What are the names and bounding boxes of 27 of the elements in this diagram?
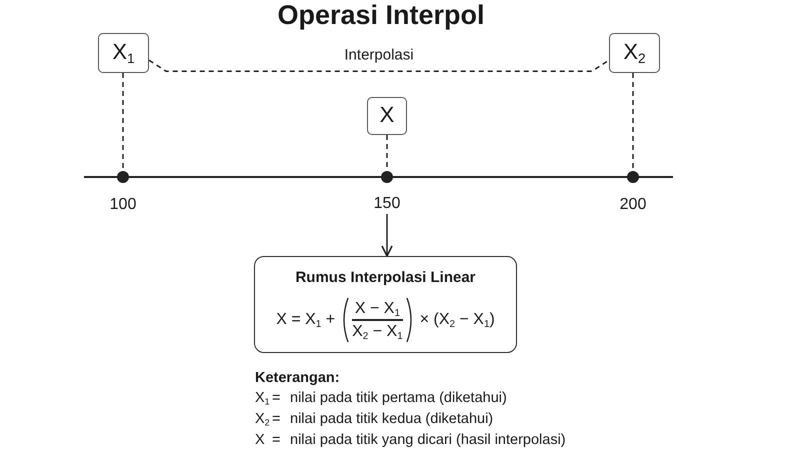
- variable-symbol: X$_{2}$: [255, 410, 270, 428]
- variable-description: nilai pada titik pertama (diketahui): [290, 389, 507, 407]
- variable-box: X$_{2}$: [609, 33, 660, 73]
- formula-text: X = X$_{1}$ +: [276, 311, 336, 329]
- arrow: [381, 214, 393, 257]
- variable-box: X: [367, 97, 407, 135]
- tick-label: 150: [374, 194, 400, 214]
- equals-sign: =: [272, 410, 280, 428]
- variable-description: nilai pada titik yang dicari (hasil interpolasi): [290, 431, 566, 449]
- variable-description: nilai pada titik kedua (diketahui): [290, 410, 494, 428]
- variable-symbol: X$_{1}$: [255, 389, 270, 407]
- tick-label: 200: [620, 195, 646, 215]
- tick-label: 100: [110, 195, 136, 215]
- dashed-connector: [632, 73, 634, 171]
- fraction-denominator: X$_{2}$ − X$_{1}$: [352, 322, 403, 341]
- dashed-connector: [148, 60, 610, 72]
- notes-heading: Keterangan:: [255, 369, 340, 387]
- diagram-title: Operasi Interpol: [277, 0, 485, 31]
- variable-box: X$_{1}$: [98, 33, 149, 73]
- dashed-connector: [122, 73, 124, 171]
- equals-sign: =: [272, 431, 280, 449]
- formula-box: [254, 256, 517, 353]
- formula-text: × (X$_{2}$ − X$_{1}$): [420, 311, 495, 329]
- variable-symbol: X: [255, 431, 265, 449]
- equals-sign: =: [272, 389, 280, 407]
- fraction-numerator: X − X$_{1}$: [354, 299, 400, 318]
- formula-title: Rumus Interpolasi Linear: [295, 269, 476, 287]
